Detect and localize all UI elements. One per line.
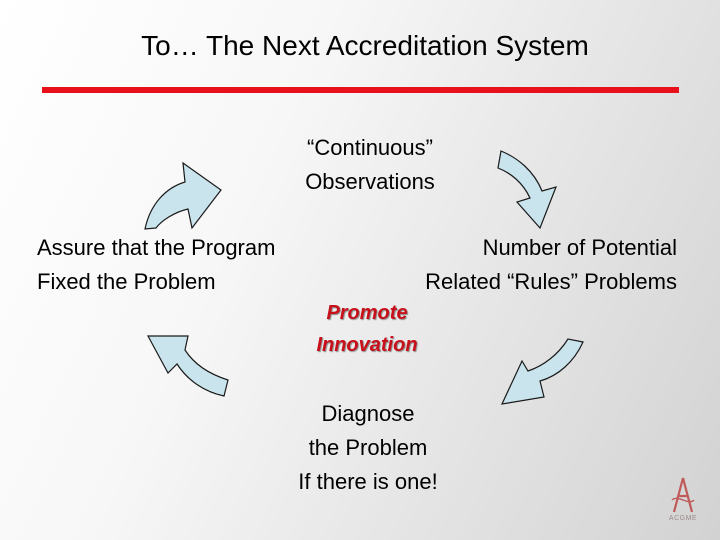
step-line: Number of Potential bbox=[482, 235, 677, 260]
slide-title: To… The Next Accreditation System bbox=[141, 30, 589, 61]
center-line: Innovation bbox=[316, 334, 418, 356]
curved-arrow-bottom-left-icon bbox=[146, 335, 229, 397]
logo-mark-icon bbox=[671, 477, 695, 513]
cycle-step-assure: Assure that the Program Fixed the Proble… bbox=[37, 231, 275, 299]
acgme-logo: ACGME bbox=[658, 476, 708, 526]
step-line: Fixed the Problem bbox=[37, 269, 216, 294]
cycle-center-innovation: Promote Innovation bbox=[267, 297, 467, 361]
curved-arrow-top-right-icon bbox=[497, 150, 557, 230]
cycle-step-observations: “Continuous” Observations bbox=[260, 131, 480, 199]
curved-arrow-top-left-icon bbox=[144, 161, 222, 230]
center-line: Promote bbox=[326, 302, 408, 324]
step-line: the Problem bbox=[308, 435, 428, 460]
step-line: Assure that the Program bbox=[37, 235, 276, 260]
title-underline bbox=[42, 87, 679, 93]
step-line: Diagnose bbox=[321, 401, 415, 426]
cycle-step-diagnose: Diagnose the Problem If there is one! bbox=[268, 397, 468, 499]
step-line: Related “Rules” Problems bbox=[425, 269, 677, 294]
logo-text: ACGME bbox=[668, 515, 698, 522]
step-line: If there is one! bbox=[298, 469, 438, 494]
step-line: Observations bbox=[305, 169, 435, 194]
curved-arrow-bottom-right-icon bbox=[500, 338, 584, 405]
step-line: “Continuous” bbox=[307, 135, 433, 160]
cycle-step-problems: Number of Potential Related “Rules” Prob… bbox=[370, 231, 677, 299]
